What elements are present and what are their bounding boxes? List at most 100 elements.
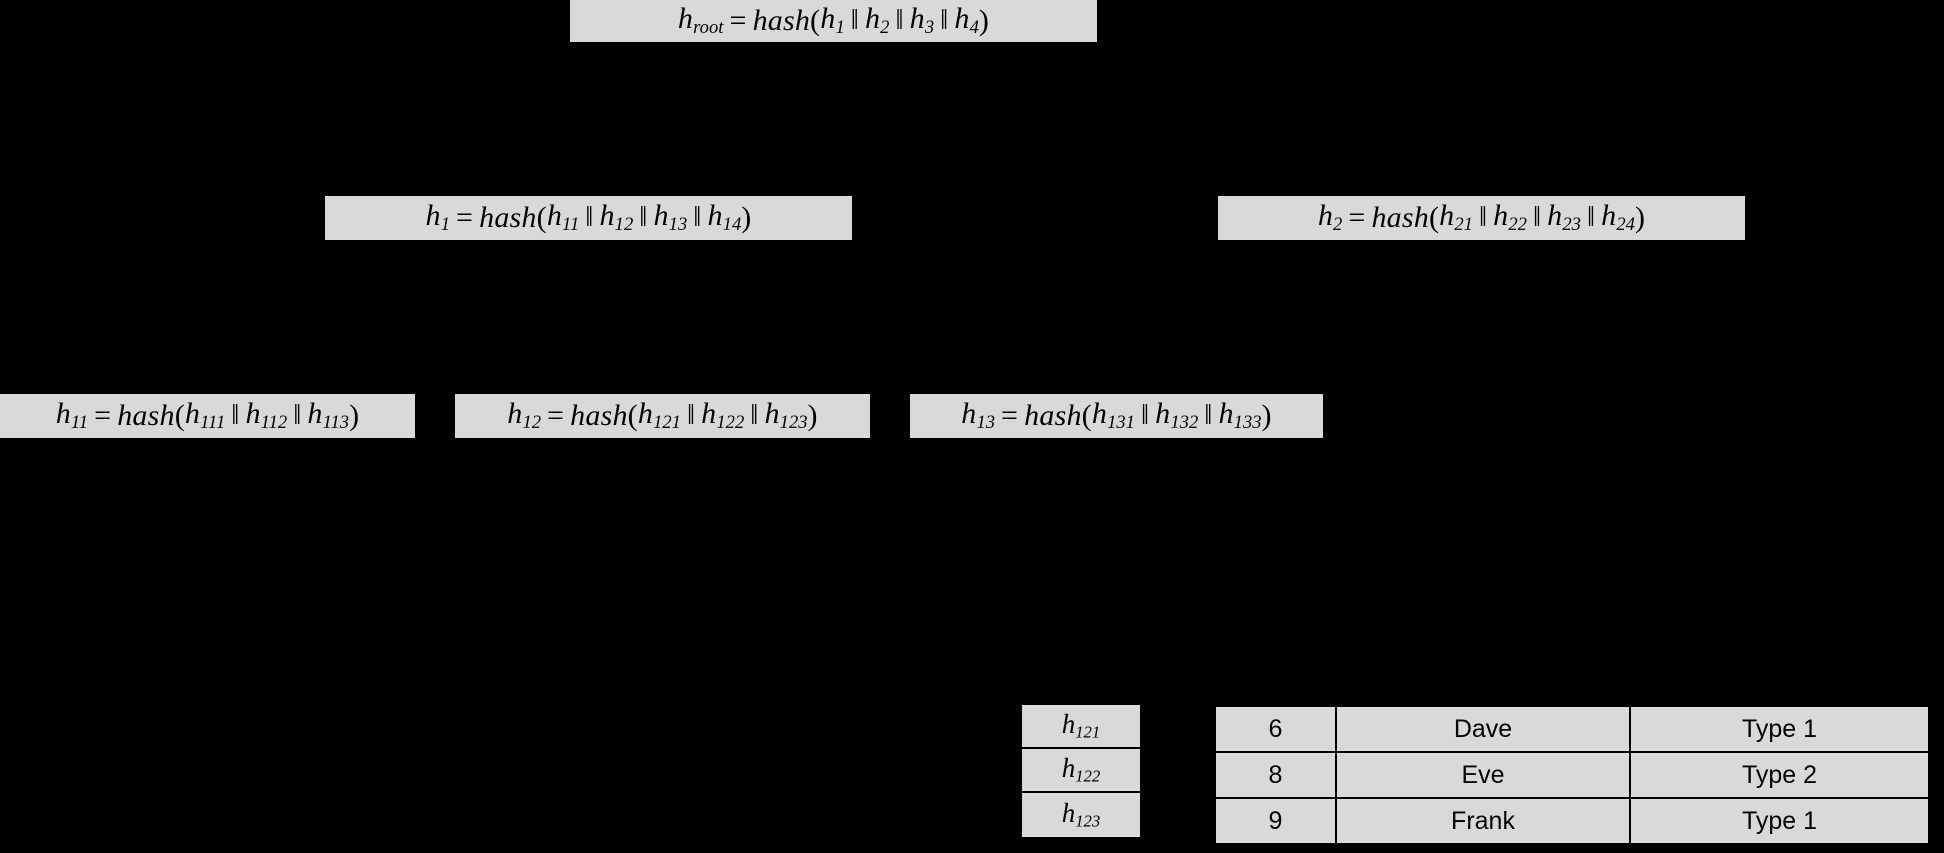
concat-symbol: ‖ (293, 399, 302, 431)
operand: h23 (1547, 199, 1581, 236)
cell-id: 8 (1214, 751, 1337, 799)
operand: h22 (1493, 199, 1527, 236)
concat-symbol: ‖ (231, 399, 240, 431)
concat-symbol: ‖ (940, 4, 949, 36)
close-paren: ) (807, 399, 818, 432)
node-label: h2 (1317, 199, 1343, 236)
operand: h122 (701, 397, 745, 434)
cell-type: Type 2 (1629, 751, 1930, 799)
operand: h3 (909, 2, 935, 39)
leaf-hash-label: h121 (1061, 709, 1101, 742)
concat-symbol: ‖ (750, 399, 759, 431)
node-h12: h12=hash(h121‖h122‖h123) (455, 394, 870, 438)
equals-sign: = (729, 4, 747, 37)
operand: h132 (1155, 397, 1199, 434)
open-paren: ( (536, 201, 547, 234)
operand: h14 (707, 199, 742, 236)
math-subscript: 1 (440, 214, 451, 236)
node-label: hroot (677, 2, 724, 39)
math-subscript: 11 (562, 214, 580, 236)
math-subscript: 122 (716, 412, 745, 434)
node-label: h11 (55, 397, 89, 434)
operand: h21 (1439, 199, 1473, 236)
equals-sign: = (1001, 399, 1019, 432)
operand: h2 (864, 2, 890, 39)
concat-symbol: ‖ (850, 4, 859, 36)
hash-function-name: hash (752, 4, 811, 37)
node-h11: h11=hash(h111‖h112‖h113) (0, 394, 415, 438)
concat-symbol: ‖ (639, 201, 648, 233)
math-subscript: 12 (614, 214, 634, 236)
math-subscript: 121 (1075, 722, 1101, 742)
operand: h4 (954, 2, 979, 39)
math-subscript: 4 (969, 17, 979, 39)
math-subscript: 13 (668, 214, 688, 236)
math-subscript: 123 (1075, 811, 1101, 831)
hash-function-name: hash (1024, 399, 1082, 432)
cell-id: 9 (1214, 797, 1337, 845)
node-label: h12 (507, 397, 542, 434)
math-subscript: 12 (522, 412, 542, 434)
node-h1: h1=hash(h11‖h12‖h13‖h14) (325, 196, 852, 240)
math-subscript: 122 (1075, 766, 1101, 786)
concat-symbol: ‖ (585, 201, 594, 233)
math-subscript: 2 (880, 17, 890, 39)
math-subscript: 1 (835, 17, 845, 39)
math-subscript: 3 (924, 17, 935, 39)
math-subscript: 11 (70, 412, 89, 434)
operand: h111 (184, 397, 226, 434)
concat-symbol: ‖ (1204, 399, 1213, 431)
concat-symbol: ‖ (1478, 201, 1488, 233)
cell-id: 6 (1214, 705, 1337, 753)
leaf-hash-column: h121 h122 h123 (1022, 705, 1140, 837)
math-subscript: 24 (1616, 214, 1635, 236)
operand: h11 (546, 199, 580, 236)
equals-sign: = (456, 201, 474, 234)
open-paren: ( (627, 399, 638, 432)
hash-function-name: hash (570, 399, 628, 432)
math-subscript: 132 (1170, 412, 1199, 434)
leaf-hash-cell: h121 (1022, 705, 1140, 749)
math-subscript: 113 (322, 412, 350, 434)
operand: h13 (653, 199, 688, 236)
close-paren: ) (978, 4, 990, 37)
cell-name: Dave (1335, 705, 1631, 753)
math-subscript: 133 (1233, 412, 1262, 434)
leaf-hash-cell: h123 (1022, 793, 1140, 837)
math-subscript: 2 (1333, 214, 1343, 236)
math-subscript: 22 (1508, 214, 1527, 236)
operand: h24 (1601, 199, 1635, 236)
concat-symbol: ‖ (895, 4, 904, 36)
cell-type: Type 1 (1629, 797, 1930, 845)
operand: h123 (764, 397, 808, 434)
cell-name: Eve (1335, 751, 1631, 799)
node-h13: h13=hash(h131‖h132‖h133) (910, 394, 1323, 438)
math-subscript: 121 (653, 412, 681, 434)
math-subscript: 123 (779, 412, 808, 434)
node-label: h13 (961, 397, 996, 434)
equals-sign: = (1348, 201, 1366, 234)
operand: h121 (637, 397, 681, 434)
math-subscript: 13 (976, 412, 996, 434)
leaf-hash-label: h123 (1061, 798, 1101, 831)
leaf-hash-cell: h122 (1022, 749, 1140, 793)
operand: h133 (1218, 397, 1262, 434)
close-paren: ) (1261, 399, 1272, 432)
node-h-root: hroot=hash(h1‖h2‖h3‖h4) (570, 0, 1097, 42)
math-subscript: 111 (200, 412, 226, 434)
close-paren: ) (741, 201, 752, 234)
concat-symbol: ‖ (1586, 201, 1596, 233)
operand: h113 (307, 397, 350, 434)
concat-symbol: ‖ (686, 399, 696, 431)
math-subscript: 131 (1107, 412, 1135, 434)
operand: h1 (820, 2, 845, 39)
node-h2: h2=hash(h21‖h22‖h23‖h24) (1218, 196, 1745, 240)
math-subscript: 21 (1454, 214, 1473, 236)
math-subscript: root (693, 17, 724, 39)
math-subscript: 14 (722, 214, 742, 236)
close-paren: ) (349, 399, 360, 432)
